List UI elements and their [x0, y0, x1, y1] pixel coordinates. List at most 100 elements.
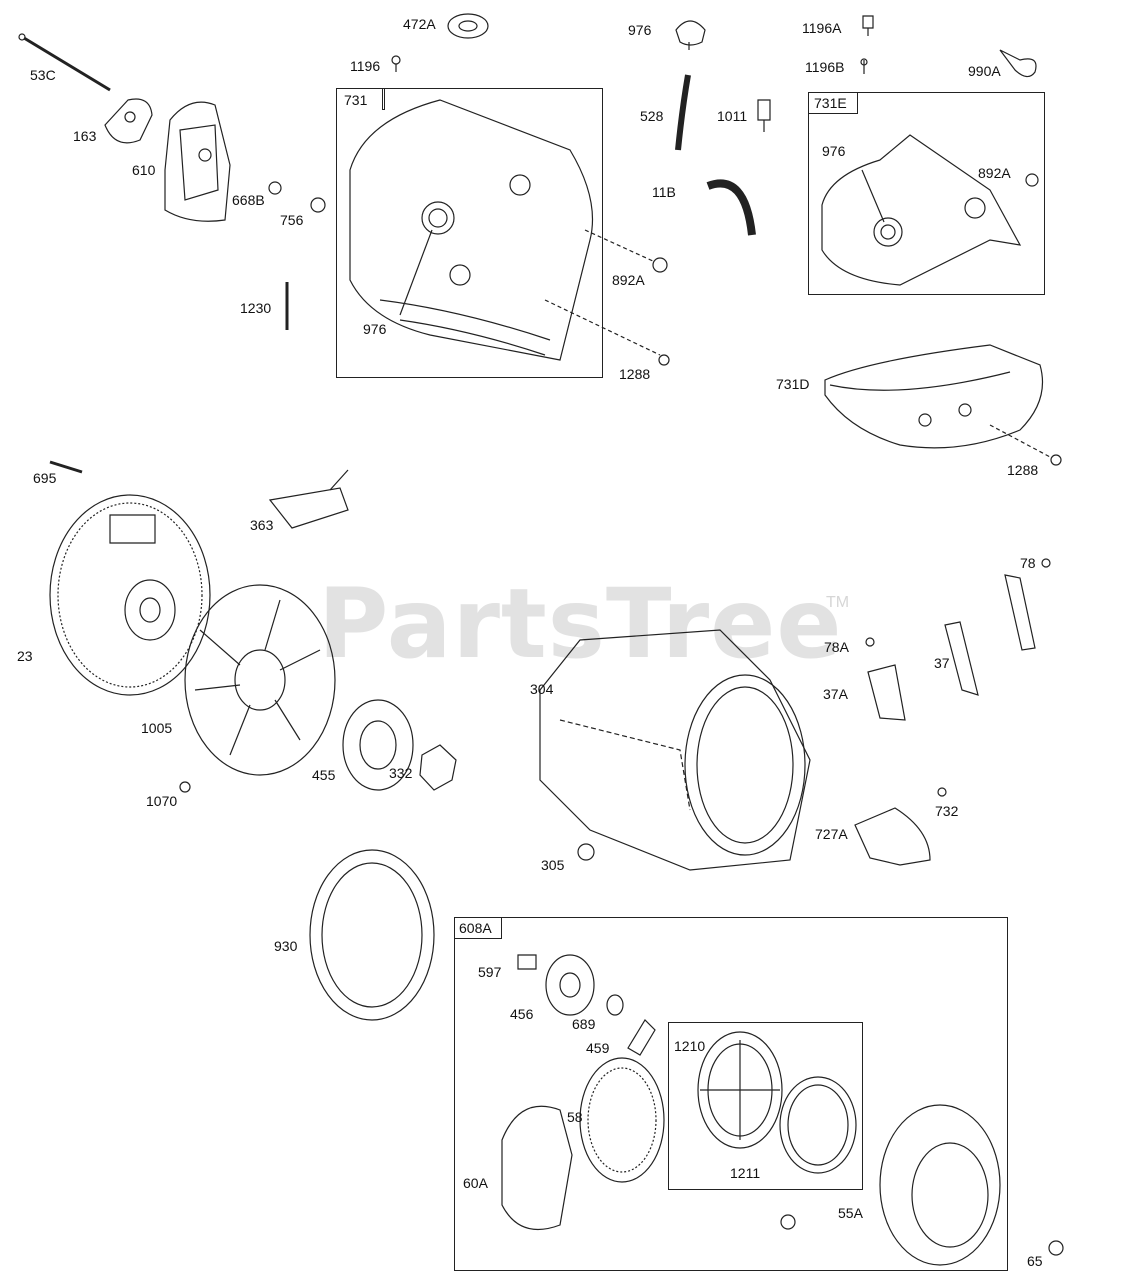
- callout-668b[interactable]: 668B: [232, 192, 265, 208]
- group-label-731e: 731E: [814, 95, 847, 111]
- part-55a-screw-drawing: [781, 1215, 795, 1229]
- group-label-frame-608a: [454, 917, 502, 939]
- callout-37[interactable]: 37: [934, 655, 950, 671]
- part-731e-drawing: [822, 135, 1020, 285]
- callout-731d[interactable]: 731D: [776, 376, 810, 392]
- callout-1196[interactable]: 1196: [350, 58, 381, 74]
- part-55a-drawing: [880, 1105, 1000, 1265]
- callout-1196b[interactable]: 1196B: [805, 59, 845, 75]
- part-363-drawing: [270, 470, 348, 528]
- callout-455[interactable]: 455: [312, 767, 336, 783]
- callout-363[interactable]: 363: [250, 517, 274, 533]
- callout-65[interactable]: 65: [1027, 1253, 1043, 1269]
- callout-976-a[interactable]: 976: [628, 22, 652, 38]
- part-163-drawing: [105, 99, 152, 143]
- group-label-divider-731: [382, 88, 385, 110]
- part-60a-drawing: [502, 1106, 572, 1229]
- callout-976-c[interactable]: 976: [363, 321, 387, 337]
- callout-597[interactable]: 597: [478, 964, 502, 980]
- part-1011-drawing: [758, 100, 770, 132]
- callout-163[interactable]: 163: [73, 128, 97, 144]
- group-label-731: 731: [344, 92, 368, 108]
- part-732-drawing: [938, 788, 946, 796]
- group-box-1210: [668, 1022, 863, 1190]
- part-689-drawing: [607, 995, 623, 1015]
- callout-305[interactable]: 305: [541, 857, 565, 873]
- part-597-drawing: [518, 955, 536, 969]
- part-472a-drawing: [448, 14, 488, 38]
- callout-732[interactable]: 732: [935, 803, 959, 819]
- callout-11b[interactable]: 11B: [652, 184, 676, 200]
- callout-892a-a[interactable]: 892A: [978, 165, 1011, 181]
- part-990a-drawing: [1000, 50, 1036, 77]
- callout-610[interactable]: 610: [132, 162, 156, 178]
- callout-456[interactable]: 456: [510, 1006, 534, 1022]
- callout-1230[interactable]: 1230: [240, 300, 272, 316]
- part-11b-drawing: [708, 183, 752, 235]
- part-892a-b-drawing: [1026, 174, 1038, 186]
- part-668b-drawing: [269, 182, 281, 194]
- callout-78[interactable]: 78: [1020, 555, 1036, 571]
- callout-332[interactable]: 332: [389, 765, 413, 781]
- group-label-frame-731e: [808, 92, 858, 114]
- part-756-drawing: [311, 198, 325, 212]
- callout-37a[interactable]: 37A: [823, 686, 848, 702]
- part-455-drawing: [343, 700, 413, 790]
- part-305-drawing: [578, 844, 594, 860]
- part-1210-drawing: [698, 1032, 782, 1148]
- callout-459[interactable]: 459: [586, 1040, 610, 1056]
- group-box-731: [336, 88, 603, 378]
- part-23-drawing: [50, 495, 210, 695]
- callout-304[interactable]: 304: [530, 681, 554, 697]
- callout-55a[interactable]: 55A: [838, 1205, 863, 1221]
- callout-58[interactable]: 58: [567, 1109, 583, 1125]
- callout-1011[interactable]: 1011: [717, 108, 748, 124]
- callout-1005[interactable]: 1005: [141, 720, 173, 736]
- part-1288-b-drawing: [1051, 455, 1061, 465]
- callout-727a[interactable]: 727A: [815, 826, 848, 842]
- part-78a-drawing: [866, 638, 874, 646]
- group-label-608a: 608A: [459, 920, 492, 936]
- part-1288-drawing: [659, 355, 669, 365]
- part-459-drawing: [628, 1020, 655, 1055]
- part-930-drawing: [310, 850, 434, 1020]
- part-78-screw-drawing: [1042, 559, 1050, 567]
- callout-53c[interactable]: 53C: [30, 67, 56, 83]
- part-727a-drawing: [855, 808, 930, 865]
- callout-1288-b[interactable]: 1288: [1007, 462, 1039, 478]
- part-37a-drawing: [868, 665, 905, 720]
- callout-689[interactable]: 689: [572, 1016, 596, 1032]
- watermark: PartsTree: [318, 568, 843, 680]
- callout-756[interactable]: 756: [280, 212, 304, 228]
- part-695-drawing: [50, 462, 82, 472]
- group-box-731e: [808, 92, 1045, 295]
- part-1070-drawing: [180, 782, 190, 792]
- part-65-drawing: [1049, 1241, 1063, 1255]
- part-78-drawing: [1005, 575, 1035, 650]
- callout-1211[interactable]: 1211: [730, 1165, 761, 1181]
- part-1005-drawing: [185, 585, 335, 775]
- part-1211-drawing: [780, 1077, 856, 1173]
- callout-472a[interactable]: 472A: [403, 16, 436, 32]
- part-892a-drawing: [653, 258, 667, 272]
- callout-930[interactable]: 930: [274, 938, 298, 954]
- callout-1288-a[interactable]: 1288: [619, 366, 651, 382]
- callout-60a[interactable]: 60A: [463, 1175, 488, 1191]
- callout-695[interactable]: 695: [33, 470, 57, 486]
- callout-23[interactable]: 23: [17, 648, 33, 664]
- part-304-drawing: [540, 630, 810, 870]
- callout-990a[interactable]: 990A: [968, 63, 1001, 79]
- callout-78a[interactable]: 78A: [824, 639, 849, 655]
- callout-528[interactable]: 528: [640, 108, 664, 124]
- callout-1070[interactable]: 1070: [146, 793, 178, 809]
- callout-976-b[interactable]: 976: [822, 143, 846, 159]
- part-37-drawing: [945, 622, 978, 695]
- callout-1196a[interactable]: 1196A: [802, 20, 842, 36]
- part-528-drawing: [678, 75, 688, 150]
- part-332-drawing: [420, 745, 456, 790]
- group-label-1210: 1210: [674, 1038, 706, 1054]
- part-976-cap-drawing: [676, 21, 705, 50]
- callout-892a-b[interactable]: 892A: [612, 272, 645, 288]
- part-53c-drawing: [19, 34, 110, 90]
